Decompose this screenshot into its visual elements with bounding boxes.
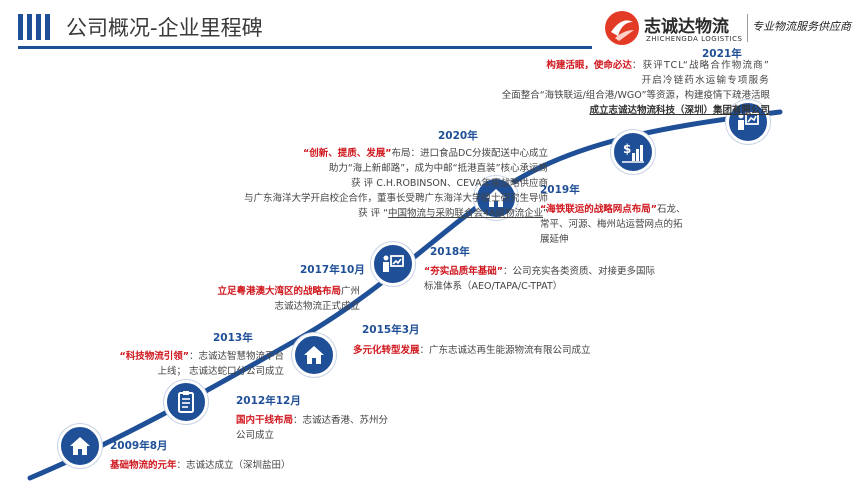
milestone-2021-line-2: 开启冷链药水运输专项服务 <box>641 75 770 86</box>
dollar-chart-icon: $ <box>622 142 644 163</box>
logo-english-name: ZHICHENGDA LOGISTICS <box>646 35 743 43</box>
milestone-2012-desc-2: 公司成立 <box>236 430 275 441</box>
milestone-2012-text: 国内干线布局：志诚达香港、苏州分 公司成立 <box>236 413 388 443</box>
milestone-2020-line-2: 助力“海上新邮路”，成为中邮“抵港直装”核心承运商 <box>328 163 548 174</box>
house-icon <box>304 346 324 364</box>
milestone-2020-line-4: 与广东海洋大学开启校企合作，董事长受聘广东海洋大学硕士研究生导师 <box>243 193 548 204</box>
milestone-node-2015 <box>292 333 336 377</box>
milestone-2021-highlight: 构建活眼，使命必达 <box>546 60 632 71</box>
milestone-2019-text: “海铁联运的战略网点布局”石龙、 常平、河源、梅州站运营网点的拓 展延伸 <box>540 202 686 247</box>
milestone-2017-highlight: 立足粤港澳大湾区的战略布局 <box>217 286 341 297</box>
milestone-node-2009 <box>58 424 102 468</box>
house-icon <box>70 437 90 455</box>
milestone-2020-line-5-post: ” <box>543 208 548 219</box>
milestone-2021-text: 构建活眼，使命必达：获评TCL“战略合作物流商” 开启冷链药水运输专项服务 全面… <box>300 58 770 118</box>
milestone-2009-text: 基础物流的元年：志诚达成立（深圳盐田） <box>110 458 291 473</box>
milestone-2018-desc-1: ：公司充实各类资质、对接更多国际 <box>503 266 656 277</box>
milestone-2013-desc-2: 上线； 志诚达蛇口分公司成立 <box>157 366 284 377</box>
company-logo-icon <box>605 11 639 45</box>
milestone-2018-text: “夯实品质年基础”：公司充实各类资质、对接更多国际 标准体系（AEO/TAPA/… <box>424 264 655 294</box>
chart-board-icon <box>738 112 759 130</box>
milestone-2021-line-3: 全面整合“海铁联运/组合港/WGO”等资源，构建疫情下疏港活眼 <box>501 90 770 101</box>
milestone-2020-text: “创新、提质、发展”布局：进口食品DC分拨配送中心成立 助力“海上新邮路”，成为… <box>60 146 548 221</box>
milestone-2015-desc: ：广东志诚达再生能源物流有限公司成立 <box>419 345 591 356</box>
milestone-2020-line-1: 布局：进口食品DC分拨配送中心成立 <box>391 148 548 159</box>
milestone-2013-text: “科技物流引领”：志诚达智慧物流平台 上线； 志诚达蛇口分公司成立 <box>36 349 284 379</box>
year-2019: 2019年 <box>540 184 580 196</box>
milestone-2019-highlight: “海铁联运的战略网点布局” <box>540 204 657 215</box>
year-2017: 2017年10月 <box>300 264 365 276</box>
milestone-node-2013 <box>164 380 208 424</box>
milestone-2012-desc-1: ：志诚达香港、苏州分 <box>293 415 389 426</box>
milestone-node-2019 <box>474 176 518 220</box>
milestone-2013-desc-1: ：志诚达智慧物流平台 <box>188 351 284 362</box>
milestone-2021-line-4: 成立志诚达物流科技（深圳）集团有限公司 <box>589 105 770 116</box>
page-title: 公司概况-企业里程碑 <box>66 16 263 40</box>
milestone-node-2020: $ <box>611 130 655 174</box>
milestone-2015-text: 多元化转型发展：广东志诚达再生能源物流有限公司成立 <box>353 343 591 358</box>
header-bars-decoration <box>18 14 58 40</box>
milestone-2017-text: 立足粤港澳大湾区的战略布局广州 志诚达物流正式成立 <box>146 284 360 314</box>
svg-text:$: $ <box>623 142 631 156</box>
year-2013: 2013年 <box>213 332 253 344</box>
header-underline <box>18 46 592 49</box>
milestone-2017-desc-2: 志诚达物流正式成立 <box>274 301 360 312</box>
logo-chinese-name: 志诚达物流 <box>644 17 729 37</box>
milestone-2020-line-3: 获 评 C.H.ROBINSON、CEVA年度战略供应商 <box>351 178 548 189</box>
milestone-2017-desc-1: 广州 <box>340 286 360 297</box>
milestone-2018-highlight: “夯实品质年基础” <box>424 266 503 277</box>
milestone-2020-line-5-award: 中国物流与采购联合会4A级物流企业 <box>388 208 544 219</box>
year-2015: 2015年3月 <box>362 324 420 336</box>
milestone-2018-desc-2: 标准体系（AEO/TAPA/C-TPAT） <box>424 281 563 292</box>
milestone-2020-highlight: “创新、提质、发展” <box>303 148 392 159</box>
year-2020: 2020年 <box>438 130 478 142</box>
milestone-2015-highlight: 多元化转型发展 <box>353 345 420 356</box>
milestone-2019-desc-2: 常平、河源、梅州站运营网点的拓 <box>540 219 683 230</box>
clipboard-icon <box>178 391 194 413</box>
milestone-node-2021 <box>726 100 770 144</box>
milestone-2009-highlight: 基础物流的元年 <box>110 460 177 471</box>
logo-divider <box>747 14 748 42</box>
year-2018: 2018年 <box>430 246 470 258</box>
milestone-2012-highlight: 国内干线布局 <box>236 415 294 426</box>
milestone-2013-highlight: “科技物流引领” <box>119 351 189 362</box>
presentation-icon <box>383 255 404 272</box>
year-2009: 2009年8月 <box>110 440 168 452</box>
house-icon <box>486 189 506 207</box>
milestone-2021-line-1: ：获评TCL“战略合作物流商” <box>631 60 770 71</box>
year-2012: 2012年12月 <box>236 395 301 407</box>
year-2021: 2021年 <box>702 48 742 60</box>
milestone-2019-desc-3: 展延伸 <box>540 234 569 245</box>
milestone-node-2017 <box>371 242 415 286</box>
milestone-2020-line-5-pre: 获 评 “ <box>358 208 389 219</box>
milestone-2019-desc-1: 石龙、 <box>657 204 686 215</box>
company-slogan: 专业物流服务供应商 <box>752 20 851 33</box>
milestone-2009-desc: ：志诚达成立（深圳盐田） <box>176 460 291 471</box>
